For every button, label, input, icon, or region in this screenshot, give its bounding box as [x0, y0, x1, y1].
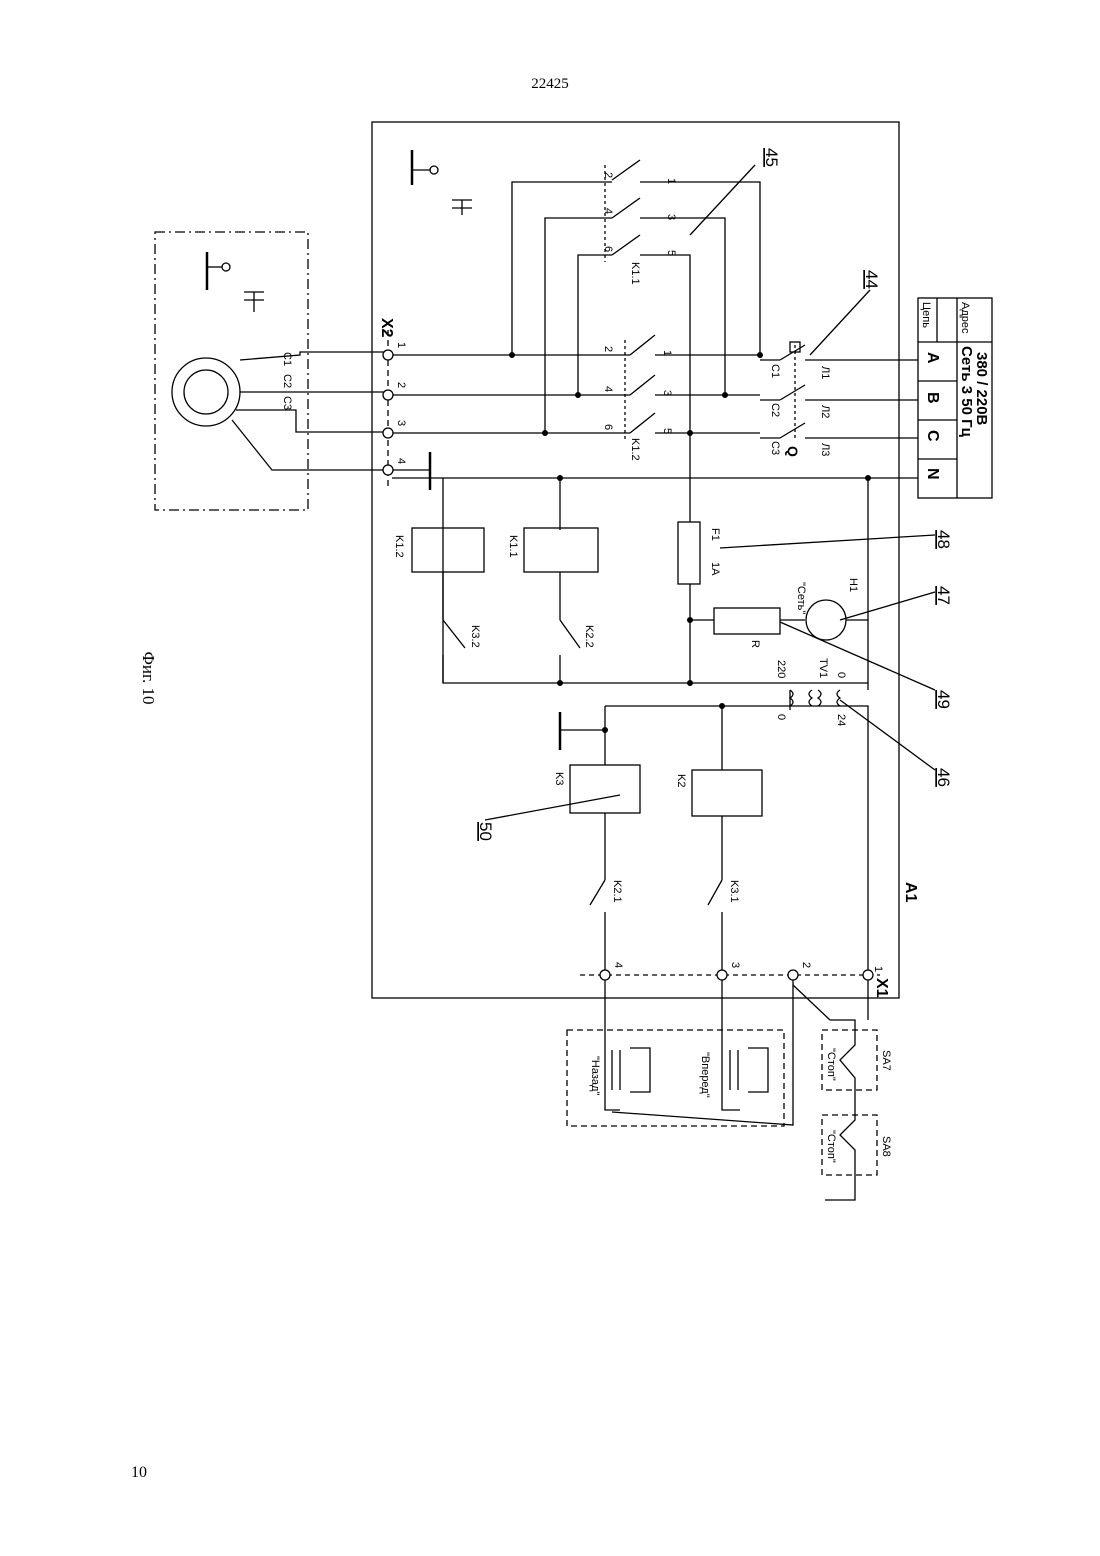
diagram-label: K2.2	[583, 625, 595, 648]
diagram-label: 4	[612, 962, 624, 968]
diagram-label: A	[924, 352, 941, 364]
diagram-label: C1	[281, 352, 293, 366]
diagram-label: 24	[835, 714, 847, 726]
diagram-label: K2	[675, 774, 687, 787]
diagram-label: 1	[395, 342, 407, 348]
diagram-label: 380 / 220В	[973, 352, 990, 426]
diagram-label: Q	[785, 446, 801, 457]
diagram-label: H1	[847, 578, 859, 592]
diagram-label: Л1	[819, 366, 831, 379]
diagram-label: "Стоп"	[825, 1130, 837, 1163]
diagram-label: 5	[661, 428, 673, 434]
k12-contacts	[625, 335, 760, 440]
coil-k12	[412, 528, 484, 572]
motor-enclosure	[155, 232, 308, 510]
diagram-label: "Назад"	[589, 1056, 601, 1095]
motor-inner	[184, 370, 228, 414]
diagram-label: 220	[775, 660, 787, 678]
x1-pin3	[717, 970, 727, 980]
diagram-label: C1	[769, 364, 781, 378]
diagram-label: "Стоп"	[825, 1048, 837, 1081]
callout-47: 47	[934, 586, 953, 605]
diagram-label: 1	[872, 966, 884, 972]
diagram-label: K1.2	[393, 535, 405, 558]
diagram-label: TV1	[817, 658, 829, 678]
diagram-label: 6	[602, 246, 614, 252]
diagram-label: 2	[800, 962, 812, 968]
diagram-label: 3	[661, 390, 673, 396]
diagram-label: K1.1	[629, 262, 641, 285]
diagram-label: X1	[873, 978, 890, 998]
diagram-label: C2	[281, 374, 293, 388]
diagram-label: 0	[775, 714, 787, 720]
motor-outer	[172, 358, 240, 426]
diagram-label: 2	[395, 382, 407, 388]
ground-symbol-motor	[207, 252, 264, 312]
coil-k11	[524, 528, 598, 572]
x1-pin2	[788, 970, 798, 980]
diagram-label: Л2	[819, 405, 831, 418]
coil-k3	[570, 765, 640, 813]
resistor-r	[714, 608, 780, 634]
diagram-label: 3	[665, 214, 677, 220]
callout-50: 50	[476, 822, 495, 841]
diagram-label: F1	[709, 528, 721, 541]
callout-45: 45	[762, 148, 781, 167]
callout-49: 49	[934, 690, 953, 709]
switch-q	[760, 342, 918, 440]
diagram-label: "Вперед"	[699, 1052, 711, 1098]
diagram-label: B	[924, 392, 941, 404]
diagram-label: R	[749, 640, 761, 648]
diagram-label: 3	[729, 962, 741, 968]
diagram-label: K1.1	[507, 535, 519, 558]
diagram-label: "Сеть"	[795, 582, 807, 614]
diagram-label: 1	[661, 350, 673, 356]
diagram-label: 5	[665, 250, 677, 256]
diagram-label: K2.1	[611, 880, 623, 903]
diagram-label: A1	[902, 882, 919, 903]
diagram-label: K3	[553, 772, 565, 785]
diagram-label: N	[924, 468, 941, 480]
diagram-label: 2	[602, 172, 614, 178]
a1-enclosure	[372, 122, 899, 998]
callout-46: 46	[934, 768, 953, 787]
diagram-label: Адрес	[959, 302, 971, 334]
diagram-label: 4	[602, 208, 614, 214]
x1-pin1	[863, 970, 873, 980]
x2-pin1	[383, 350, 393, 360]
x2-pin4	[383, 465, 393, 475]
diagram-label: 1A	[709, 562, 721, 576]
diagram-label: 0	[835, 672, 847, 678]
diagram-label: Сеть 3 50 Гц	[958, 346, 975, 438]
diagram-label: SA8	[880, 1136, 892, 1157]
callout-48: 48	[934, 530, 953, 549]
label-x2: X2	[378, 318, 395, 338]
x1-pin4	[600, 970, 610, 980]
x2-pin3	[383, 428, 393, 438]
diagram-label: 6	[602, 424, 614, 430]
diagram-label: 4	[602, 386, 614, 392]
diagram-label: C2	[769, 403, 781, 417]
fuse-f1	[678, 522, 700, 584]
diagram-label: K1.2	[629, 438, 641, 461]
diagram-label: Л3	[819, 443, 831, 456]
diagram-label: SA7	[880, 1050, 892, 1071]
diagram-label: C3	[769, 441, 781, 455]
diagram-label: 1	[665, 178, 677, 184]
diagram-label: Цепь	[920, 302, 932, 328]
diagram-label: 4	[395, 458, 407, 464]
diagram-label: C3	[281, 396, 293, 410]
diagram-label: 3	[395, 420, 407, 426]
x2-pin2	[383, 390, 393, 400]
coil-k2	[692, 770, 762, 816]
callout-44: 44	[862, 270, 881, 289]
k11-contacts	[512, 160, 760, 433]
ground-symbol-a1	[412, 150, 472, 215]
diagram-label: K3.1	[728, 880, 740, 903]
diagram-label: C	[924, 430, 941, 442]
diagram-label: K3.2	[469, 625, 481, 648]
diagram-label: 2	[602, 346, 614, 352]
